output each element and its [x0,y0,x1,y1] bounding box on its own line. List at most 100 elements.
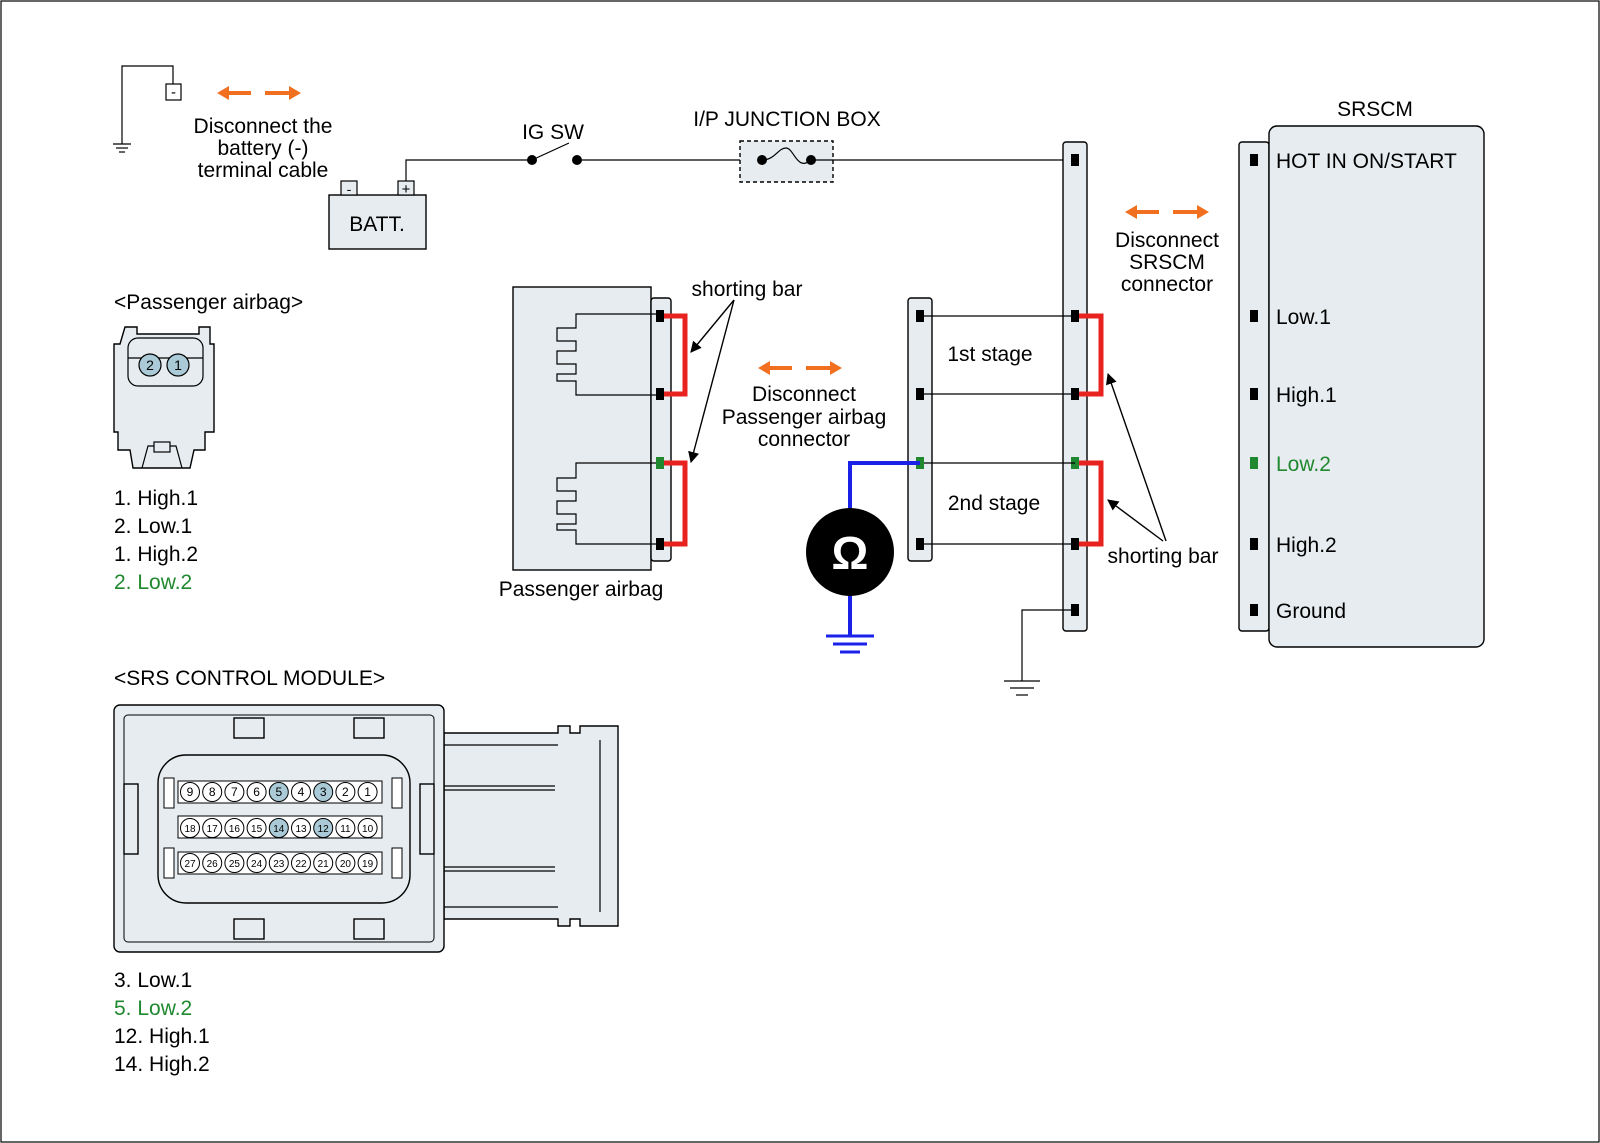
srs-pin-number: 18 [184,824,196,835]
battery-minus-label: - [347,181,352,197]
ohmmeter-icon: Ω [806,508,894,596]
srs-pin-14 [268,818,289,838]
srs-pin-11 [335,818,356,838]
ig-switch-label: IG SW [522,121,584,144]
srscm-pin-4 [1250,457,1258,469]
battery: - + BATT. [328,180,427,250]
first-stage-label: 1st stage [947,343,1032,366]
srs-pin-number: 6 [253,785,260,799]
srs-pin-25 [224,853,245,873]
airbag-disconnect-line-1: Disconnect [752,383,856,406]
srs-pin-16 [224,818,245,838]
shorting-bar-airbag-pointer-2 [688,299,735,464]
srs-pin-number: 7 [231,785,238,799]
srs-pin-2 [335,782,356,802]
airbag-face-pin-2 [138,353,162,377]
harness-left-pin-1 [916,310,924,322]
battery-label: BATT. [349,213,405,236]
srs-pin-number: 17 [207,824,219,835]
srs-pin-5 [268,782,289,802]
srs-pin-7 [224,782,245,802]
harness-connector-left [907,297,933,562]
srs-pin-number: 11 [340,824,351,835]
srs-control-module-heading: <SRS CONTROL MODULE> [114,667,385,690]
srscm-module [1268,125,1485,648]
airbag-pin-4 [656,538,664,550]
srs-pin-8 [202,782,223,802]
passenger-airbag-connector-strip [650,297,672,562]
srscm-pin-label: Low.1 [1276,306,1331,329]
srscm-pin-label: High.2 [1276,534,1337,557]
switch-icon [527,142,582,165]
orange-double-arrow-icon [758,361,842,375]
shorting-bar-srscm-1 [1079,313,1104,397]
srs-pin-number: 26 [207,859,219,870]
harness-left-pin-4 [916,538,924,550]
airbag-pin-list-item: 2. Low.1 [114,515,192,538]
orange-double-arrow-icon [1125,205,1209,219]
second-stage-label: 2nd stage [948,492,1040,515]
srscm-pin-1 [1250,154,1258,166]
srs-pin-21 [313,853,334,873]
airbag-pin-1 [656,310,664,322]
srscm-pin-2 [1250,310,1258,322]
passenger-airbag-heading: <Passenger airbag> [114,291,303,314]
airbag-pin-list-item: 1. High.1 [114,487,198,510]
airbag-disconnect-line-3: connector [758,428,850,451]
srs-pin-18 [180,818,200,838]
srs-pin-number: 19 [362,859,374,870]
srs-pin-17 [202,818,223,838]
srs-pin-number: 5 [275,785,282,799]
srs-pin-26 [202,853,223,873]
srs-pin-number: 27 [184,859,196,870]
srs-pin-number: 24 [251,859,263,870]
airbag-pin-list-item: 1. High.2 [114,543,198,566]
shorting-bar-airbag-label: shorting bar [692,278,803,301]
shorting-bar-right-label: shorting bar [1108,545,1219,568]
shorting-bar-srscm-2 [1079,460,1104,547]
airbag-face-pin-number: 1 [174,357,182,373]
srs-pin-1 [357,782,378,802]
airbag-disconnect-line-2: Passenger airbag [722,406,887,429]
srs-pin-number: 25 [229,859,241,870]
battery-disconnect-instruction-line-1: Disconnect the [194,115,333,138]
srscm-connector-strip [1238,141,1270,632]
srs-pin-number: 20 [340,859,352,870]
srs-pin-number: 2 [342,785,349,799]
battery-terminal-minus-sign: - [171,84,176,101]
shorting-bar-pointer-2 [1107,499,1164,542]
airbag-pin-3 [656,457,664,469]
srs-pin-12 [313,818,334,838]
srscm-pin-6 [1250,604,1258,616]
srs-pin-6 [246,782,267,802]
battery-disconnect-instruction-line-3: terminal cable [198,159,329,182]
srs-pin-27 [180,853,200,873]
shorting-bar-airbag-1 [664,313,688,397]
srs-pin-list-item: 14. High.2 [114,1053,210,1076]
srs-pin-list-item: 12. High.1 [114,1025,210,1048]
meter-ground-symbol-icon [826,634,874,654]
supply-wire [405,159,532,181]
srs-pin-number: 13 [295,824,307,835]
srscm-pin-label: HOT IN ON/START [1276,150,1457,173]
airbag-connector-outline-upper [556,313,660,396]
airbag-pin-2 [656,388,664,400]
airbag-connector-outline-lower [556,462,660,545]
srscm-pin-5 [1250,538,1258,550]
srs-pin-number: 9 [187,785,194,799]
srscm-disconnect-line-2: SRSCM [1129,251,1205,274]
srs-pin-number: 21 [318,859,330,870]
shorting-bar-pointer-1 [1106,372,1167,542]
battery-disconnect-instruction-line-2: battery (-) [217,137,308,160]
srscm-disconnect-line-1: Disconnect [1115,229,1219,252]
srs-pin-number: 23 [273,859,285,870]
srs-pin-number: 12 [318,824,330,835]
fuse-icon [739,140,834,183]
ground-symbol-icon [113,143,131,153]
srs-pin-20 [335,853,356,873]
srs-pin-number: 16 [229,824,241,835]
srscm-pin-label: Ground [1276,600,1346,623]
battery-plus-label: + [402,181,411,198]
